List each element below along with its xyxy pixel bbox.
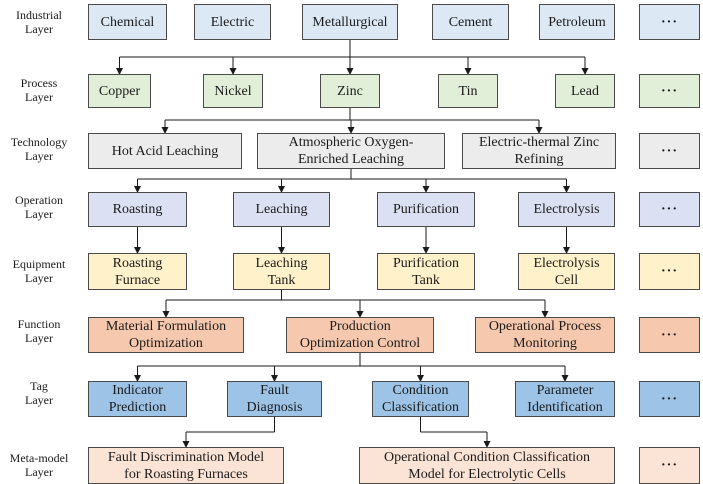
industrial-node-4: Petroleum	[539, 4, 615, 40]
operation-node-more: ···	[639, 192, 700, 227]
tag-node-2: Condition Classification	[372, 381, 469, 417]
operation-node-3: Electrolysis	[518, 192, 615, 227]
process-node-more: ···	[639, 74, 700, 108]
industrial-node-more: ···	[639, 4, 700, 40]
metamodel-node-0: Fault Discrimination Model for Roasting …	[88, 447, 284, 484]
equipment-node-1: Leaching Tank	[233, 253, 330, 290]
process-node-0: Copper	[88, 74, 151, 108]
function-layer-label: Function Layer	[17, 317, 61, 345]
operation-node-2: Purification	[377, 192, 475, 227]
equipment-node-2: Purification Tank	[377, 253, 475, 290]
equipment-node-more: ···	[639, 253, 700, 290]
process-node-3: Tin	[438, 74, 498, 108]
technology-layer-label: Technology Layer	[10, 135, 68, 163]
process-node-1: Nickel	[203, 74, 263, 108]
operation-node-1: Leaching	[233, 192, 330, 227]
technology-node-2: Electric-thermal Zinc Refining	[462, 133, 616, 169]
industrial-node-3: Cement	[432, 4, 509, 40]
process-node-2: Zinc	[320, 74, 380, 108]
metamodel-node-more: ···	[639, 447, 700, 484]
function-node-2: Operational Process Monitoring	[475, 317, 615, 353]
technology-node-more: ···	[639, 133, 700, 169]
function-node-1: Production Optimization Control	[286, 317, 434, 353]
operation-node-0: Roasting	[88, 192, 187, 227]
industrial-node-0: Chemical	[88, 4, 167, 40]
industrial-node-2: Metallurgical	[302, 4, 398, 40]
tag-node-1: Fault Diagnosis	[227, 381, 322, 417]
metamodel-node-1: Operational Condition Classification Mod…	[359, 447, 615, 484]
technology-node-1: Atmospheric Oxygen- Enriched Leaching	[257, 133, 445, 169]
tag-node-3: Parameter Identification	[515, 381, 615, 417]
function-node-0: Material Formulation Optimization	[88, 317, 244, 353]
equipment-node-0: Roasting Furnace	[88, 253, 187, 290]
operation-layer-label: Operation Layer	[15, 193, 63, 221]
technology-node-0: Hot Acid Leaching	[88, 133, 242, 169]
tag-layer-label: Tag Layer	[25, 379, 53, 407]
function-node-more: ···	[639, 317, 700, 353]
equipment-layer-label: Equipment Layer	[12, 257, 66, 285]
tag-node-0: Indicator Prediction	[88, 381, 187, 417]
process-node-4: Lead	[555, 74, 615, 108]
tag-node-more: ···	[639, 381, 700, 417]
equipment-node-3: Electrolysis Cell	[518, 253, 615, 290]
metamodel-layer-label: Meta-model Layer	[9, 451, 69, 479]
process-layer-label: Process Layer	[20, 76, 58, 104]
industrial-node-1: Electric	[194, 4, 271, 40]
industrial-layer-label: Industrial Layer	[16, 8, 62, 36]
